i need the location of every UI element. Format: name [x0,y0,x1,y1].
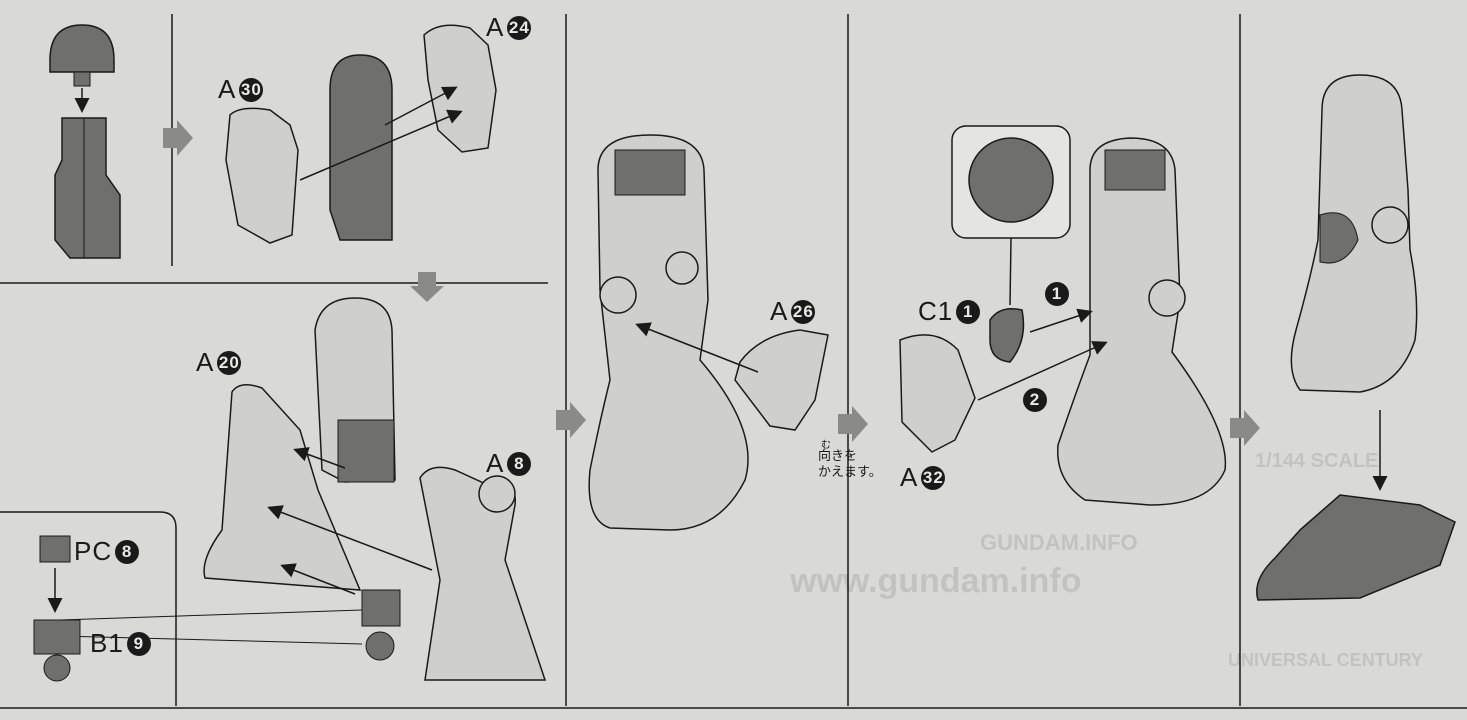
step-arrow-down [410,272,444,302]
watermark-url: www.gundam.info [790,562,1082,601]
orientation-note: む 向きを かえます。 [818,448,882,480]
watermark-brand: GUNDAM.INFO [980,530,1138,556]
step-badge-2: 2 [1020,384,1047,415]
panel-4-parts [589,135,828,530]
note-line-2: かえます。 [818,464,882,480]
step-badge-1: 1 [1042,278,1069,309]
panel-1-parts [50,25,120,258]
watermark-frame: 1/144 SCALE [1255,450,1378,473]
step-arrow-right [1230,410,1260,446]
step-arrow-right [556,402,586,438]
step-arrow-right [163,120,193,156]
panel-3-parts [34,298,545,681]
furigana: む [821,438,831,454]
watermark-series: UNIVERSAL CENTURY [1228,650,1423,671]
panel-2-parts [226,25,496,243]
step-arrow-right [838,406,868,442]
panel-6-parts [1257,75,1455,600]
